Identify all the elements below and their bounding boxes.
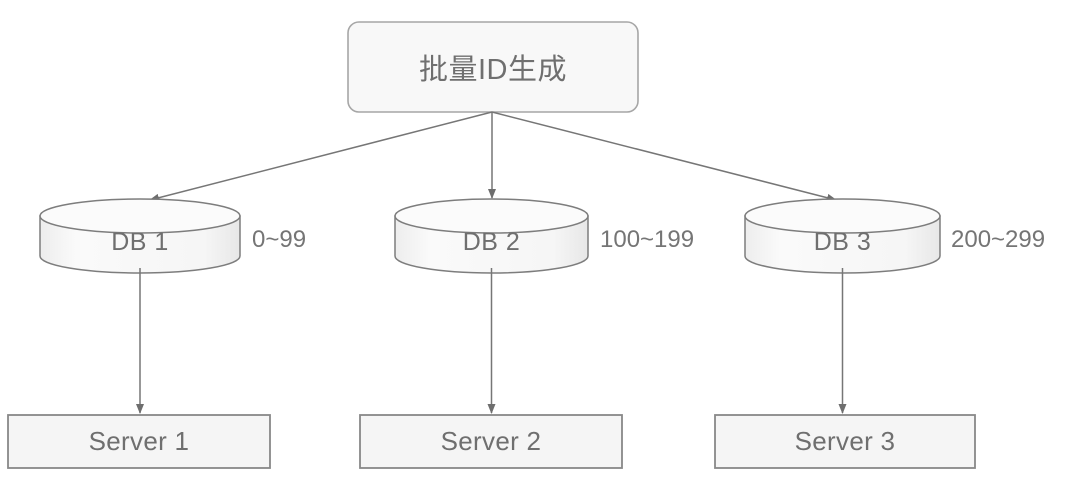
server-node-3[interactable] (714, 414, 976, 469)
database-node-3[interactable] (744, 198, 941, 274)
server-node-1[interactable] (7, 414, 271, 469)
connector-generator-to-db1 (149, 111, 493, 202)
database-node-2[interactable] (394, 198, 589, 274)
connector-generator-to-db3 (491, 111, 837, 202)
database-node-1[interactable] (39, 198, 241, 274)
server-node-2[interactable] (359, 414, 623, 469)
generator-node[interactable] (347, 21, 639, 113)
